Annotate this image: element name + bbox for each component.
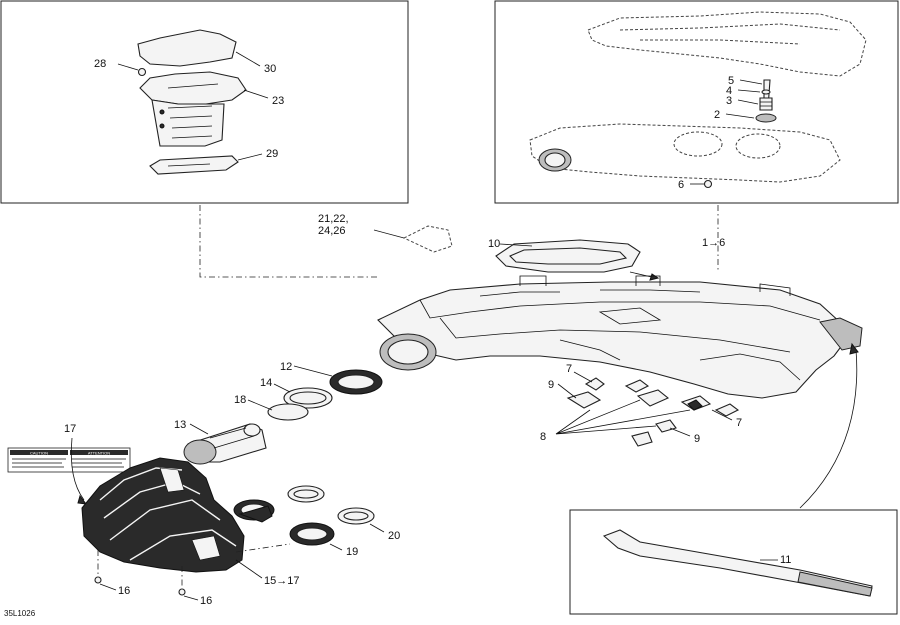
- item-10-seal: [495, 239, 660, 281]
- callout-29: 29: [266, 148, 278, 160]
- item-28-screw: [117, 63, 147, 77]
- item-11-strap: [602, 529, 873, 597]
- detail-frame-bottom-right: [569, 509, 898, 615]
- callout-30: 30: [264, 63, 276, 75]
- callout-9-upper: 9: [548, 379, 554, 391]
- callout-7-lower: 7: [736, 417, 742, 429]
- item-18-clamp: [247, 399, 309, 421]
- item-15-resonator: [81, 457, 245, 573]
- item-14-clamp: [273, 383, 333, 409]
- callout-5: 5: [728, 75, 734, 87]
- detail-frame-top-left: [0, 0, 409, 204]
- callout-16-right: 16: [200, 595, 212, 607]
- item-2-grommet: [725, 113, 777, 123]
- item-6-nut: [690, 179, 713, 189]
- item-13-duct: [183, 423, 267, 465]
- item-4-washer: [737, 89, 771, 95]
- callout-24-26: 24,26: [318, 225, 346, 237]
- callout-13: 13: [174, 419, 186, 431]
- item-23-housing: [139, 71, 269, 147]
- item-21-decal-ghost: [373, 225, 453, 253]
- leader-17: [70, 437, 85, 501]
- caution-heading: CAUTION: [30, 451, 48, 456]
- item-19-coupler: [289, 522, 343, 551]
- item-3-spring: [737, 97, 773, 111]
- item-29-filter-element: [149, 153, 263, 175]
- drawing-code: 35L1026: [4, 609, 36, 618]
- callout-14: 14: [260, 377, 272, 389]
- callout-23: 23: [272, 95, 284, 107]
- airbox-main-body: [377, 275, 863, 399]
- lower-frame-ghost: [529, 123, 841, 183]
- item-hose-coupler-left: [233, 499, 275, 523]
- item-20-clamp: [337, 507, 385, 533]
- item-12-ring: [293, 365, 383, 395]
- flow-dash-bottom: [235, 543, 291, 553]
- callout-28: 28: [94, 58, 106, 70]
- callout-10: 10: [488, 238, 500, 250]
- callout-2: 2: [714, 109, 720, 121]
- callout-9-lower: 9: [694, 433, 700, 445]
- clip-group: [555, 371, 740, 447]
- callout-4: 4: [726, 85, 732, 97]
- callout-17: 17: [64, 423, 76, 435]
- callout-16-left: 16: [118, 585, 130, 597]
- callout-21-22: 21,22,: [318, 213, 349, 225]
- connector-line-left: [199, 205, 380, 278]
- detail-frame-top-right: [494, 0, 899, 204]
- callout-19: 19: [346, 546, 358, 558]
- callout-15-17: 15→17: [264, 575, 299, 587]
- callout-8: 8: [540, 431, 546, 443]
- item-clamp-upper: [287, 485, 325, 503]
- callout-20: 20: [388, 530, 400, 542]
- item-16-screws: [94, 550, 199, 601]
- leader-15-17: [235, 559, 263, 579]
- callout-1-6: 1→6: [702, 237, 725, 249]
- callout-3: 3: [726, 95, 732, 107]
- callout-6: 6: [678, 179, 684, 191]
- item-17-caution-decal: CAUTION ATTENTION: [7, 447, 131, 473]
- attention-heading: ATTENTION: [88, 451, 110, 456]
- callout-12: 12: [280, 361, 292, 373]
- item-30-cover: [137, 29, 261, 67]
- callout-18: 18: [234, 394, 246, 406]
- callout-7-upper: 7: [566, 363, 572, 375]
- upper-frame-ghost: [587, 11, 867, 77]
- leader-11-curve: [799, 349, 858, 509]
- callout-11: 11: [780, 554, 791, 566]
